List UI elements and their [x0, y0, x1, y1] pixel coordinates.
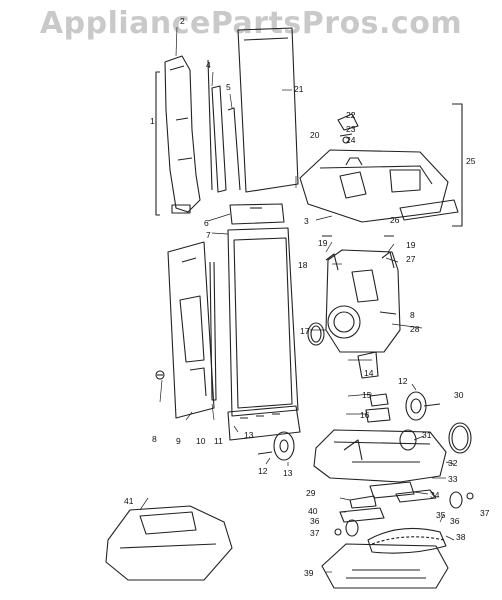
bearings-37: [334, 492, 474, 536]
top-cap-part: [229, 203, 285, 225]
callout-41: 41: [124, 496, 134, 506]
bag-clamp-part: [227, 405, 301, 441]
base-part: [313, 429, 447, 483]
callout-36: 36: [450, 516, 460, 526]
callout-30: 30: [454, 390, 464, 400]
handle-bracket: [155, 71, 160, 216]
callout-7: 7: [206, 230, 211, 240]
screw-part-8: [155, 370, 165, 380]
hood-part: [299, 149, 449, 223]
motor-housing-part: [325, 249, 401, 353]
callout-16: 16: [360, 410, 370, 420]
callout-19: 19: [406, 240, 416, 250]
wheel-part-13-right: [405, 391, 441, 421]
group-bracket-25: [452, 103, 463, 227]
outer-bag-part: [227, 227, 299, 417]
callout-24: 24: [346, 135, 356, 145]
callout-37: 37: [480, 508, 490, 518]
hood-assembly-part: [105, 505, 233, 581]
callout-35: 35: [436, 510, 446, 520]
callout-39: 39: [304, 568, 314, 578]
callout-3: 3: [304, 216, 309, 226]
callout-12: 12: [398, 376, 408, 386]
callout-1: 1: [150, 116, 155, 126]
callout-6: 6: [204, 218, 209, 228]
callout-13: 13: [244, 430, 254, 440]
callout-5: 5: [226, 82, 231, 92]
callout-34: 34: [430, 490, 440, 500]
callout-19: 19: [318, 238, 328, 248]
callout-36: 36: [310, 516, 320, 526]
callout-32: 32: [448, 458, 458, 468]
wheel-part-30: [448, 422, 472, 454]
handle-release-parts: [337, 113, 359, 144]
callout-26: 26: [390, 215, 400, 225]
cord-clips-18-19: [322, 235, 395, 271]
axle-part-12: [257, 451, 273, 455]
callout-25: 25: [466, 156, 476, 166]
rod-part-10: [209, 261, 217, 401]
watermark: AppliancePartsPros.com: [39, 6, 463, 41]
callout-10: 10: [196, 436, 206, 446]
brush-guard-parts: [339, 481, 437, 523]
callout-9: 9: [176, 436, 181, 446]
callout-29: 29: [306, 488, 316, 498]
callout-27: 27: [406, 254, 416, 264]
leader-lines: [139, 26, 455, 573]
callout-4: 4: [206, 60, 211, 70]
callout-20: 20: [310, 130, 320, 140]
handle-back-part: [167, 241, 215, 419]
callout-2: 2: [180, 16, 185, 26]
callout-40: 40: [308, 506, 318, 516]
callout-11: 11: [214, 436, 223, 446]
callout-28: 28: [410, 324, 420, 334]
gasket-part-17: [307, 322, 325, 346]
callout-15: 15: [362, 390, 372, 400]
cord-rod-parts: [207, 59, 241, 193]
brushroll-part: [367, 527, 447, 554]
callout-13: 13: [283, 468, 293, 478]
bottom-plate-part: [321, 543, 449, 589]
callout-18: 18: [298, 260, 308, 270]
switch-parts: [357, 351, 391, 423]
callout-37: 37: [310, 528, 320, 538]
callout-31: 31: [422, 430, 432, 440]
callout-12: 12: [258, 466, 268, 476]
callout-22: 22: [346, 110, 356, 120]
bumper-part-26: [399, 199, 459, 221]
callout-33: 33: [448, 474, 458, 484]
handle-part: [164, 55, 201, 214]
callout-21: 21: [294, 84, 304, 94]
wheel-part-13-left: [273, 431, 295, 461]
end-caps-36: [345, 491, 463, 537]
callout-23: 23: [346, 124, 356, 134]
bag-housing-panel: [237, 27, 299, 193]
callout-14: 14: [364, 368, 374, 378]
callout-8: 8: [410, 310, 415, 320]
callout-8: 8: [152, 434, 157, 444]
callout-17: 17: [300, 326, 310, 336]
callout-38: 38: [456, 532, 466, 542]
